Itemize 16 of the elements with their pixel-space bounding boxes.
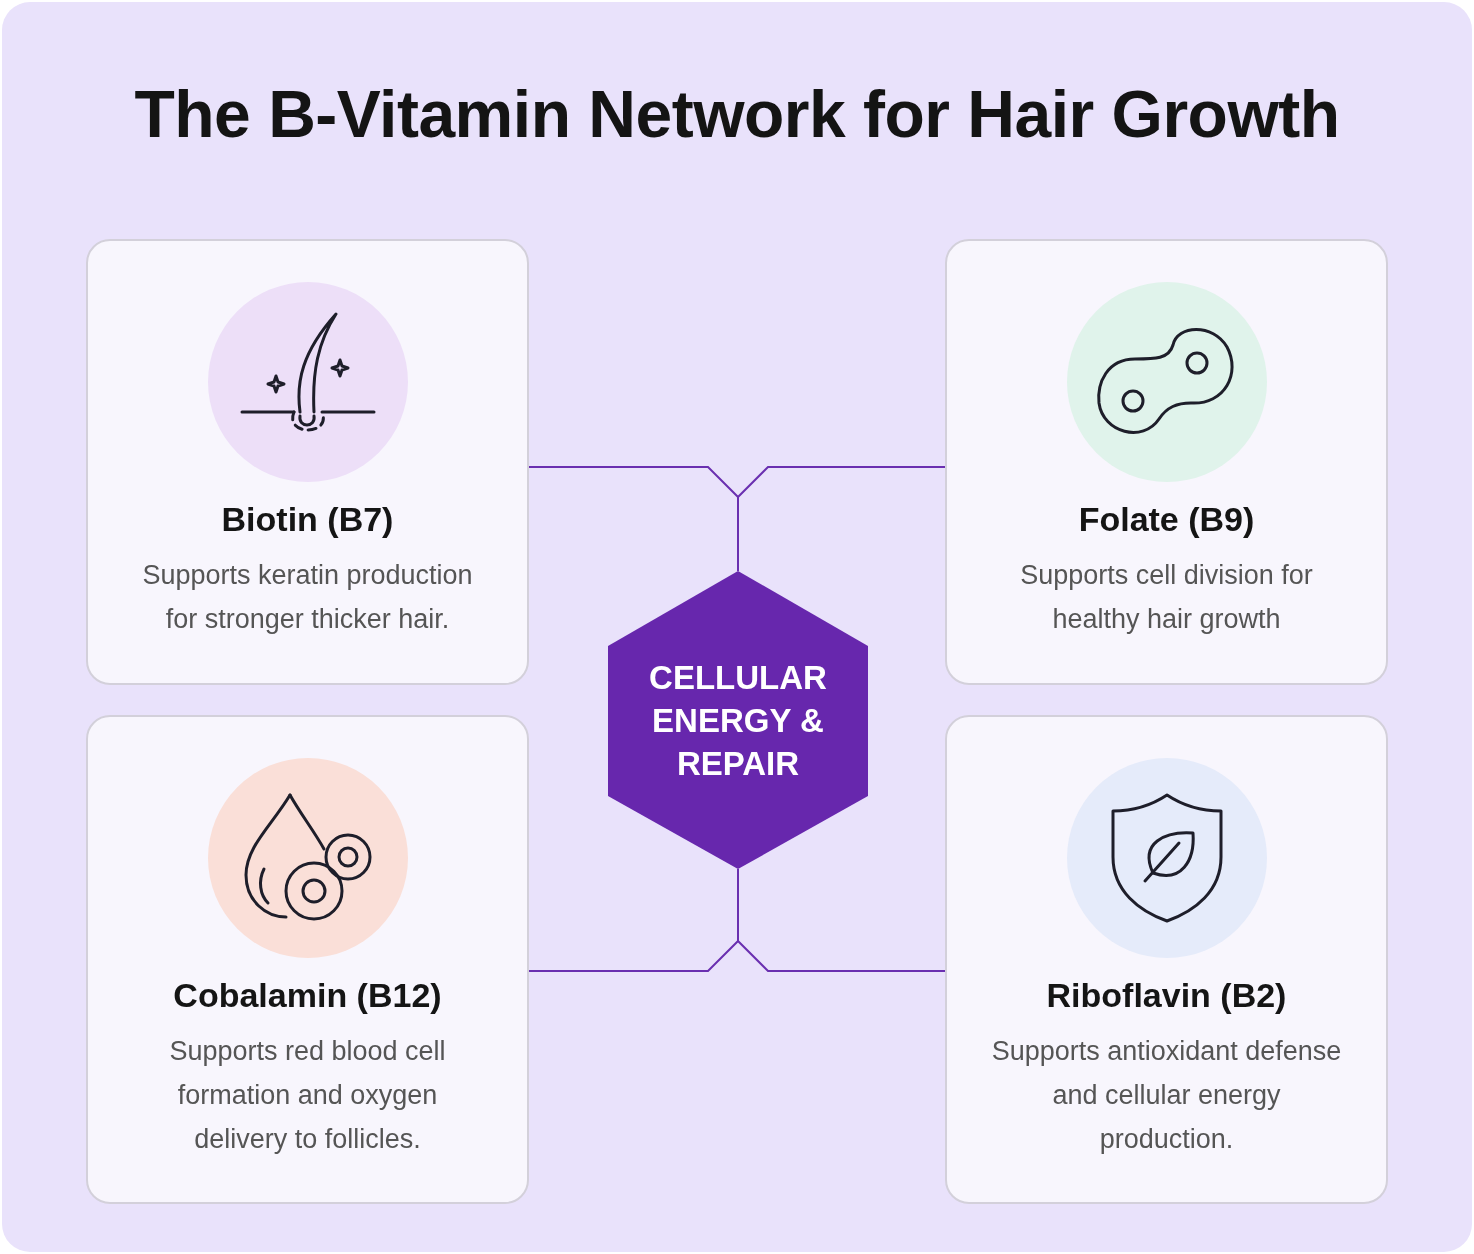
- card-heading: Cobalamin (B12): [173, 976, 442, 1015]
- card-description: Supports antioxidant defense and cellular energy production.: [990, 1035, 1343, 1156]
- card-heading: Riboflavin (B2): [1046, 976, 1287, 1015]
- card-heading: Biotin (B7): [221, 500, 394, 539]
- connector-line: [737, 868, 946, 972]
- hub-label: CELLULAR ENERGY & REPAIR: [648, 657, 828, 784]
- card-description: Supports red blood cell formation and oxygen delivery to follicles.: [168, 1035, 447, 1156]
- vitamin-card: [945, 239, 1388, 685]
- title: The B-Vitamin Network for Hair Growth: [133, 76, 1341, 152]
- vitamin-card: [945, 715, 1388, 1204]
- card-description: Supports cell division for healthy hair growth: [1019, 559, 1314, 636]
- vitamin-card: [86, 239, 529, 685]
- vitamin-card: [86, 715, 529, 1204]
- connector-line: [737, 466, 946, 572]
- card-heading: Folate (B9): [1078, 500, 1255, 539]
- card-description: Supports keratin production for stronger thicker hair.: [141, 559, 474, 636]
